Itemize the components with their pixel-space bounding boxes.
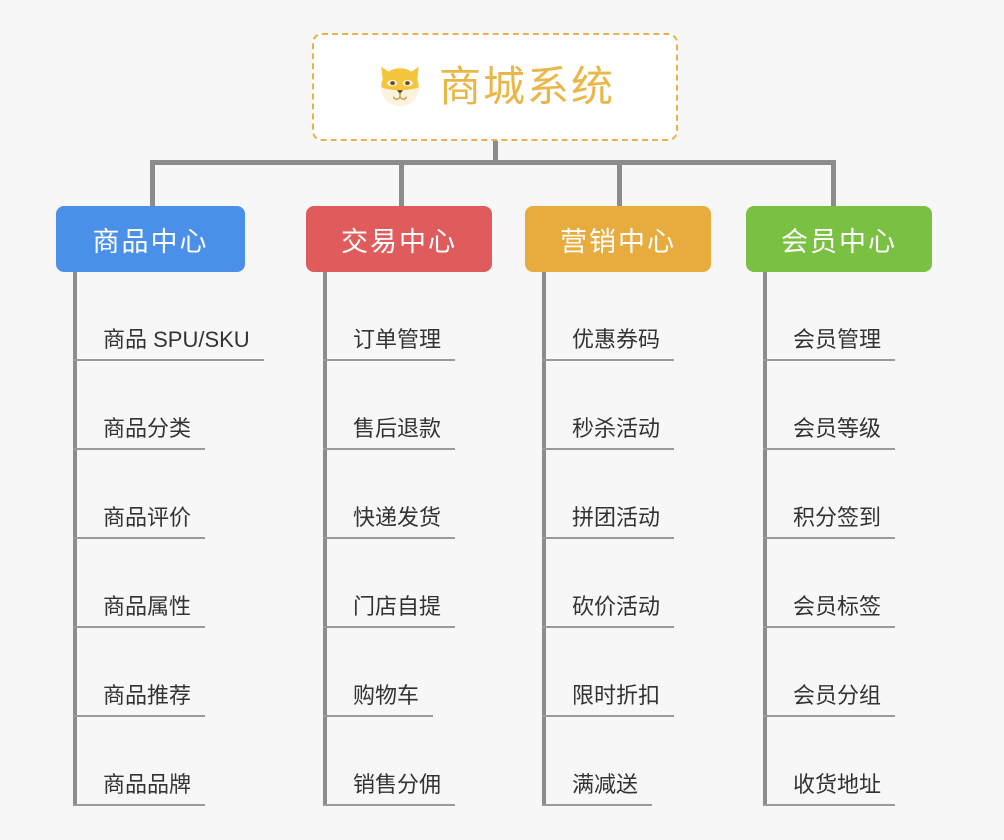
leaf-label: 限时折扣 (542, 682, 675, 717)
category-box-marketing-center[interactable]: 营销中心 (525, 206, 711, 272)
leaf-list: 订单管理 售后退款 快递发货 门店自提 购物车 销售分佣 (306, 272, 456, 806)
branch-spine (73, 272, 77, 806)
leaf-label: 商品 SPU/SKU (73, 326, 264, 361)
list-item[interactable]: 会员分组 (746, 628, 896, 717)
list-item[interactable]: 售后退款 (306, 361, 456, 450)
leaf-label: 订单管理 (323, 326, 456, 361)
leaf-label: 秒杀活动 (542, 415, 675, 450)
leaf-label: 满减送 (542, 771, 653, 806)
list-item[interactable]: 秒杀活动 (525, 361, 675, 450)
category-label: 会员中心 (781, 226, 897, 257)
list-item[interactable]: 会员等级 (746, 361, 896, 450)
leaf-label: 销售分佣 (323, 771, 456, 806)
list-item[interactable]: 商品分类 (56, 361, 264, 450)
leaf-label: 商品评价 (73, 504, 206, 539)
leaf-label: 售后退款 (323, 415, 456, 450)
category-box-member-center[interactable]: 会员中心 (746, 206, 932, 272)
list-item[interactable]: 购物车 (306, 628, 455, 717)
connector-drop-2 (399, 160, 404, 208)
leaf-label: 会员标签 (763, 593, 896, 628)
list-item[interactable]: 商品推荐 (56, 628, 264, 717)
connector-root-stub (493, 141, 498, 163)
list-item[interactable]: 满减送 (525, 717, 674, 806)
list-item[interactable]: 拼团活动 (525, 450, 675, 539)
leaf-label: 会员分组 (763, 682, 896, 717)
connector-drop-3 (617, 160, 622, 208)
leaf-label: 拼团活动 (542, 504, 675, 539)
leaf-label: 快递发货 (323, 504, 456, 539)
connector-drop-4 (831, 160, 836, 208)
leaf-list: 商品 SPU/SKU 商品分类 商品评价 商品属性 商品推荐 商品品牌 (56, 272, 264, 806)
list-item[interactable]: 商品属性 (56, 539, 264, 628)
list-item[interactable]: 限时折扣 (525, 628, 675, 717)
category-label: 交易中心 (341, 226, 457, 257)
leaf-label: 优惠券码 (542, 326, 675, 361)
category-label: 商品中心 (92, 226, 209, 257)
leaf-label: 会员等级 (763, 415, 896, 450)
list-item[interactable]: 砍价活动 (525, 539, 675, 628)
leaf-label: 积分签到 (763, 504, 896, 539)
list-item[interactable]: 商品品牌 (56, 717, 264, 806)
leaf-label: 商品分类 (73, 415, 206, 450)
leaf-list: 优惠券码 秒杀活动 拼团活动 砍价活动 限时折扣 满减送 (525, 272, 675, 806)
category-box-product-center[interactable]: 商品中心 (56, 206, 245, 272)
leaf-label: 购物车 (323, 682, 434, 717)
connector-horizontal-bus (150, 160, 836, 165)
leaf-label: 收货地址 (763, 771, 896, 806)
leaf-label: 门店自提 (323, 593, 456, 628)
category-label: 营销中心 (560, 226, 676, 257)
leaf-label: 商品属性 (73, 593, 206, 628)
leaf-label: 砍价活动 (542, 593, 675, 628)
list-item[interactable]: 门店自提 (306, 539, 456, 628)
list-item[interactable]: 商品评价 (56, 450, 264, 539)
leaf-label: 会员管理 (763, 326, 896, 361)
leaf-label: 商品推荐 (73, 682, 206, 717)
root-node[interactable]: 商城系统 (312, 33, 678, 141)
branch-spine (763, 272, 767, 806)
category-box-trade-center[interactable]: 交易中心 (306, 206, 492, 272)
list-item[interactable]: 会员标签 (746, 539, 896, 628)
list-item[interactable]: 快递发货 (306, 450, 456, 539)
branch-spine (542, 272, 546, 806)
root-title: 商城系统 (438, 63, 615, 110)
leaf-label: 商品品牌 (73, 771, 206, 806)
list-item[interactable]: 积分签到 (746, 450, 896, 539)
connector-drop-1 (150, 160, 155, 208)
branch-spine (323, 272, 327, 806)
list-item[interactable]: 销售分佣 (306, 717, 456, 806)
list-item[interactable]: 优惠券码 (525, 272, 675, 361)
list-item[interactable]: 收货地址 (746, 717, 896, 806)
list-item[interactable]: 商品 SPU/SKU (56, 272, 264, 361)
list-item[interactable]: 会员管理 (746, 272, 896, 361)
list-item[interactable]: 订单管理 (306, 272, 456, 361)
leaf-list: 会员管理 会员等级 积分签到 会员标签 会员分组 收货地址 (746, 272, 896, 806)
shiba-dog-face-icon (381, 66, 419, 106)
